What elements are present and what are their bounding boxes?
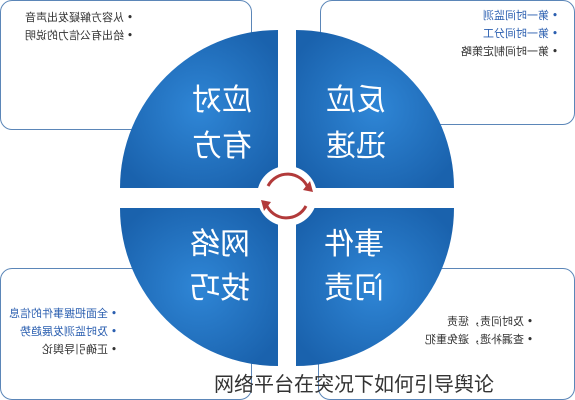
quadrant-label-top-right-line1: 反应 xyxy=(326,83,386,118)
caption-text: 网络平台在突况下如何引导舆论 xyxy=(214,372,494,396)
quadrant-label-top-left-line1: 应对 xyxy=(192,83,252,118)
cycle-arrows-icon xyxy=(264,172,310,220)
quadrant-label-bottom-left-line2: 技巧 xyxy=(190,271,250,306)
quadrant-bottom-left xyxy=(120,208,278,366)
arrow-head-icon xyxy=(303,181,313,192)
quadrant-label-bottom-left-line1: 网络 xyxy=(190,227,250,262)
quadrant-top-left xyxy=(120,30,278,188)
quadrant-label-top-right-line2: 迅速 xyxy=(326,129,386,164)
quadrant-top-right xyxy=(296,30,454,188)
quadrant-label-bottom-right-line2: 问责 xyxy=(324,271,384,306)
quadrant-label-bottom-right-line1: 事件 xyxy=(324,227,384,262)
arrow-head-icon xyxy=(261,200,271,211)
quadrant-label-top-left-line2: 有方 xyxy=(192,129,252,164)
quadrant-bottom-right xyxy=(296,208,454,366)
